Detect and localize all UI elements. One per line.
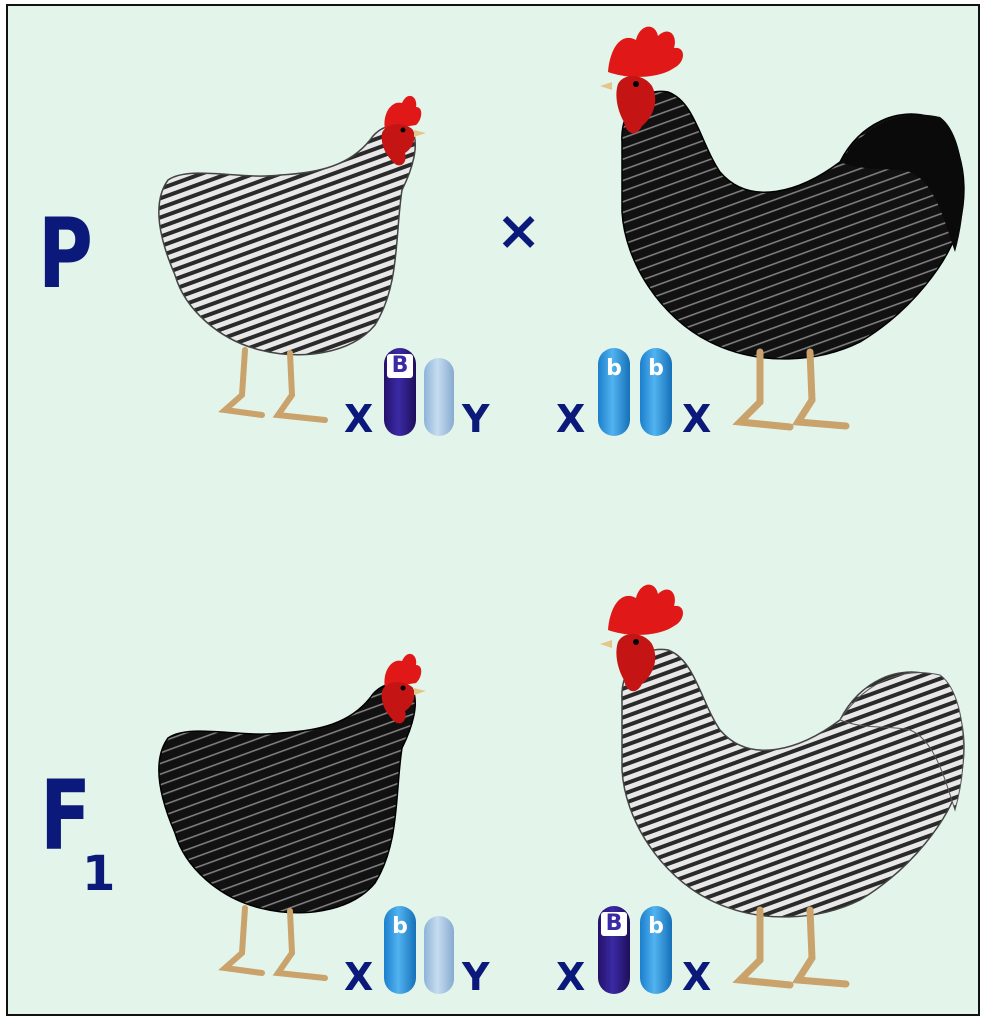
barred-hen-icon bbox=[158, 95, 426, 423]
chromosome-label-x: X bbox=[556, 397, 586, 441]
chromosome-label-x: X bbox=[344, 955, 374, 999]
chromosome-y bbox=[424, 358, 454, 436]
chromosome-y bbox=[424, 916, 454, 994]
chromosome-label-x: X bbox=[682, 955, 712, 999]
chromosome-recessive: b bbox=[598, 348, 630, 436]
chromosome-label-x: X bbox=[682, 397, 712, 441]
cross-symbol: × bbox=[496, 199, 542, 262]
allele-label: b bbox=[648, 914, 664, 939]
allele-label: B bbox=[601, 912, 627, 936]
chromosome-label-y: Y bbox=[462, 397, 490, 441]
allele-label: b bbox=[392, 914, 408, 939]
chromosome-recessive: b bbox=[384, 906, 416, 994]
generation-label-f1: F bbox=[40, 760, 92, 872]
generation-label-f1-subscript: 1 bbox=[82, 846, 116, 902]
chromosome-dominant: B bbox=[598, 906, 630, 994]
generation-label-p: P bbox=[38, 198, 93, 310]
black-rooster-icon bbox=[600, 26, 965, 431]
chromosome-dominant: B bbox=[384, 348, 416, 436]
barred-rooster-icon bbox=[600, 584, 965, 989]
chromosome-label-x: X bbox=[556, 955, 586, 999]
allele-label: b bbox=[648, 356, 664, 381]
allele-label: B bbox=[387, 354, 413, 378]
chromosome-recessive: b bbox=[640, 348, 672, 436]
chromosome-recessive: b bbox=[640, 906, 672, 994]
black-hen-icon bbox=[158, 653, 426, 981]
chromosome-label-y: Y bbox=[462, 955, 490, 999]
chromosome-label-x: X bbox=[344, 397, 374, 441]
allele-label: b bbox=[606, 356, 622, 381]
